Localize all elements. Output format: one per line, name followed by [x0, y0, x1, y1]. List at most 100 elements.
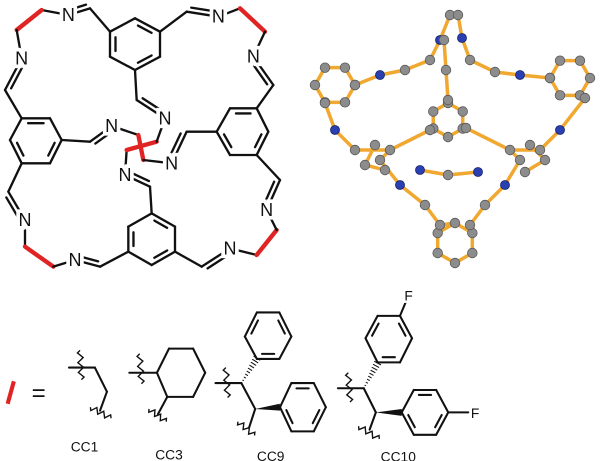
carbon-atom [464, 54, 476, 66]
ring-inner-bond [15, 141, 25, 157]
carbon-atom [579, 92, 591, 104]
fluorine-label: F [404, 290, 412, 304]
ring-inner-bond [47, 141, 56, 157]
carbon-atom [440, 64, 452, 76]
wavy-bond-icon [76, 349, 86, 381]
double-bond [7, 190, 27, 222]
ring-bond [155, 371, 169, 398]
ring-inner-bond [371, 322, 380, 337]
equals-sign: = [32, 380, 46, 407]
nitrogen-label: N [159, 108, 172, 128]
carbon-atom [434, 219, 446, 231]
bond [88, 7, 112, 33]
double-bond [185, 10, 220, 18]
hashed-wedge-bond [250, 361, 257, 366]
wavy-bond-icon [344, 372, 354, 403]
carbon-atom [554, 90, 566, 101]
hashed-wedge-bond [371, 366, 378, 371]
ring-bond [150, 250, 177, 267]
carbon-atom [309, 79, 321, 91]
nitrogen-atom [330, 125, 340, 135]
carbon-atom [349, 79, 361, 91]
wavy-bond-icon [236, 421, 256, 436]
ring-inner-bond [136, 24, 153, 35]
nitrogen-atom [500, 180, 510, 190]
ring-inner-bond [311, 409, 321, 425]
linker-bond [124, 139, 159, 153]
ring-bond [243, 311, 258, 338]
linker-symbol [5, 380, 16, 405]
macrocycle-bonds [3, 3, 282, 270]
ring-bond [398, 337, 414, 364]
linker-bond [254, 227, 279, 258]
ring-inner-bond [250, 319, 259, 335]
ring-bond [312, 406, 327, 433]
bond [123, 148, 128, 177]
bond [60, 138, 92, 143]
bond [99, 390, 108, 412]
ring-bond [108, 55, 137, 72]
double-bond [200, 247, 232, 268]
ring-bond [127, 250, 153, 267]
double-bond [170, 130, 188, 165]
double-bond [250, 61, 269, 86]
double-bond [9, 63, 25, 90]
double-bond [190, 6, 217, 13]
carbon-atom [519, 166, 531, 178]
carbon-atom [442, 94, 454, 106]
nitrogen-atom [395, 180, 405, 190]
carbon-atom [479, 199, 491, 211]
carbon-atom [539, 154, 551, 166]
carbon-atom [584, 72, 596, 84]
carbon-atom [339, 62, 351, 73]
carbon-atom [424, 124, 436, 136]
hashed-wedge-bond [245, 373, 249, 376]
nitrogen-atom [457, 33, 467, 43]
hashed-wedge-bond [252, 358, 259, 364]
ring-bond [8, 117, 23, 142]
bond [255, 83, 275, 110]
hashed-wedge-bond [365, 381, 369, 384]
ring-inner-bond [285, 409, 294, 425]
nitrogen-label: N [247, 47, 260, 67]
bond [398, 299, 408, 317]
double-bond [73, 258, 102, 268]
ring-bond [133, 17, 162, 33]
double-bond [141, 97, 166, 114]
carbon-atom [460, 122, 472, 134]
ring-bond [278, 406, 293, 433]
carbon-atom [464, 219, 476, 231]
ring-bond [215, 130, 232, 157]
carbon-atom [359, 159, 371, 171]
double-bond [123, 173, 152, 188]
ring-bond [364, 337, 379, 364]
bond [155, 117, 167, 143]
linker-label-cc9: CC9 [257, 449, 285, 461]
nitrogen-atom [515, 70, 525, 80]
double-bond [78, 255, 100, 263]
double-bond [68, 3, 88, 11]
wavy-bond-icon [222, 367, 232, 399]
carbon-atom [374, 154, 386, 166]
ring-bond [364, 314, 379, 340]
crystal-bond [464, 126, 512, 152]
carbon-atom [514, 154, 526, 166]
carbon-atom [574, 55, 586, 66]
nitrogen-label: N [224, 238, 237, 258]
ring-bond [48, 117, 63, 142]
bold-wedge-bond [375, 408, 402, 416]
crystal-atoms [309, 9, 596, 269]
ring-bond [127, 212, 153, 228]
bond [15, 28, 23, 60]
bond [255, 153, 282, 182]
carbon-atom [438, 34, 450, 46]
ring-inner-bond [153, 219, 169, 230]
carbon-atom [424, 54, 436, 66]
bond [93, 366, 108, 393]
ring-bond [255, 130, 270, 157]
carbon-atom [419, 199, 431, 211]
carbon-atom [452, 9, 464, 21]
ring-bond [400, 388, 415, 414]
carbon-atom [504, 144, 516, 156]
linker-bond [237, 6, 268, 34]
